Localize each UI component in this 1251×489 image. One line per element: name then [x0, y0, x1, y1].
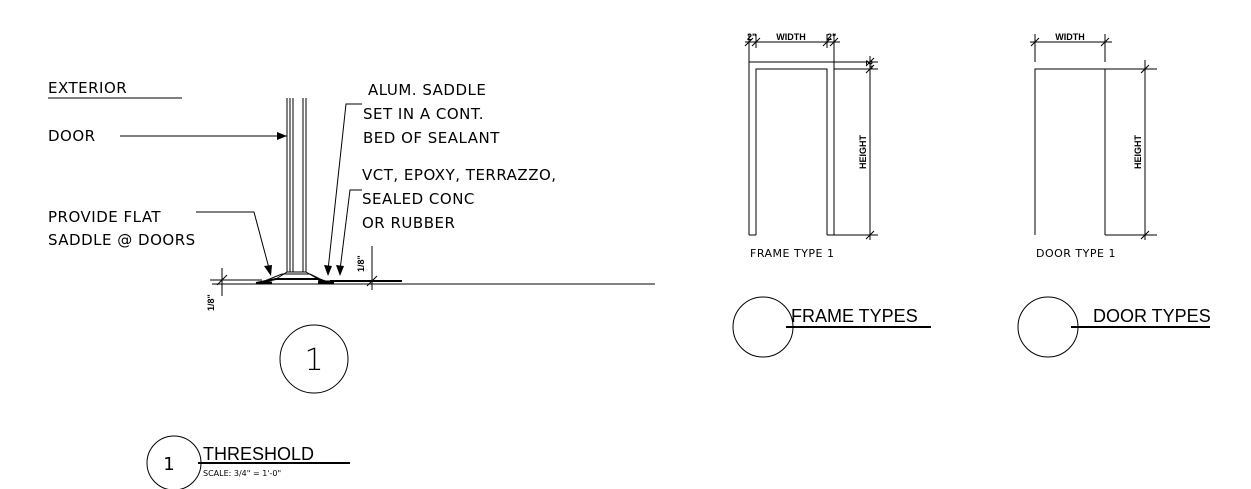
label-or-rubber: OR RUBBER	[362, 214, 455, 232]
dimension-left: 1/8"	[206, 268, 262, 311]
label-sealed-conc: SEALED CONC	[362, 190, 475, 208]
saddle-leader-arrow	[324, 265, 332, 276]
door-height-dimension: HEIGHT	[1105, 60, 1157, 240]
saddle-leader	[327, 103, 362, 271]
frame-dim-top: 2"	[864, 60, 874, 69]
door-types-title-block: DOOR TYPES	[1017, 296, 1211, 358]
dim-left-label: 1/8"	[206, 294, 216, 311]
floor-leader	[339, 189, 362, 271]
door-caption: DOOR TYPE 1	[1036, 247, 1116, 260]
frame-types-title-block: FRAME TYPES	[732, 296, 931, 358]
provide-leader-arrow	[264, 265, 272, 276]
label-alum-saddle: ALUM. SADDLE	[368, 81, 486, 99]
door-title-circle	[1017, 296, 1079, 358]
label-provide-flat: PROVIDE FLAT	[48, 208, 161, 226]
label-set-in-cont: SET IN A CONT.	[363, 105, 484, 123]
label-exterior: EXTERIOR	[48, 79, 127, 97]
frame-types-title: FRAME TYPES	[791, 306, 918, 326]
frame-dim-width: WIDTH	[776, 32, 806, 42]
door-dim-width: WIDTH	[1055, 32, 1085, 42]
frame-dim-height: HEIGHT	[858, 135, 868, 170]
detail-marker-number: 1	[304, 343, 323, 378]
frame-caption: FRAME TYPE 1	[750, 247, 835, 260]
label-vct-epoxy: VCT, EPOXY, TERRAZZO,	[362, 166, 557, 184]
door-dim-height: HEIGHT	[1133, 135, 1143, 170]
frame-type-elevation: 2" WIDTH 2" 2" HEIGHT FRAME TYPE 1 FRAME…	[732, 32, 931, 358]
label-saddle-at-doors: SADDLE @ DOORS	[48, 231, 196, 249]
door-slab	[286, 98, 307, 273]
frame-outer	[748, 61, 835, 235]
frame-inner	[755, 68, 828, 235]
door-outline	[1034, 68, 1106, 235]
label-bed-of-sealant: BED OF SEALANT	[363, 129, 500, 147]
door-width-dimension: WIDTH	[1030, 32, 1112, 62]
threshold-scale: SCALE: 3/4" = 1'-0"	[203, 469, 281, 478]
frame-height-dimension: 2" HEIGHT	[834, 56, 878, 240]
door-type-elevation: WIDTH HEIGHT DOOR TYPE 1 DOOR TYPES	[1017, 32, 1211, 358]
frame-width-dimension: 2" WIDTH 2"	[744, 32, 840, 62]
frame-title-circle	[732, 296, 794, 358]
dim-right-label: 1/8"	[356, 255, 366, 272]
label-door: DOOR	[48, 127, 96, 145]
door-leader-arrow	[277, 132, 287, 140]
provide-leader	[196, 211, 271, 273]
frame-dim-right: 2"	[827, 32, 836, 42]
dimension-right: 1/8"	[348, 246, 382, 290]
threshold-detail: EXTERIOR DOOR PROVIDE FLAT SADDLE @ DOOR…	[48, 79, 655, 489]
door-types-title: DOOR TYPES	[1093, 306, 1211, 326]
title-number: 1	[163, 454, 174, 475]
threshold-title-block: 1 THRESHOLD SCALE: 3/4" = 1'-0"	[146, 435, 350, 489]
threshold-title: THRESHOLD	[203, 444, 314, 464]
floor-leader-arrow	[336, 265, 344, 276]
frame-dim-left: 2"	[747, 32, 756, 42]
detail-marker-circle	[279, 324, 349, 394]
